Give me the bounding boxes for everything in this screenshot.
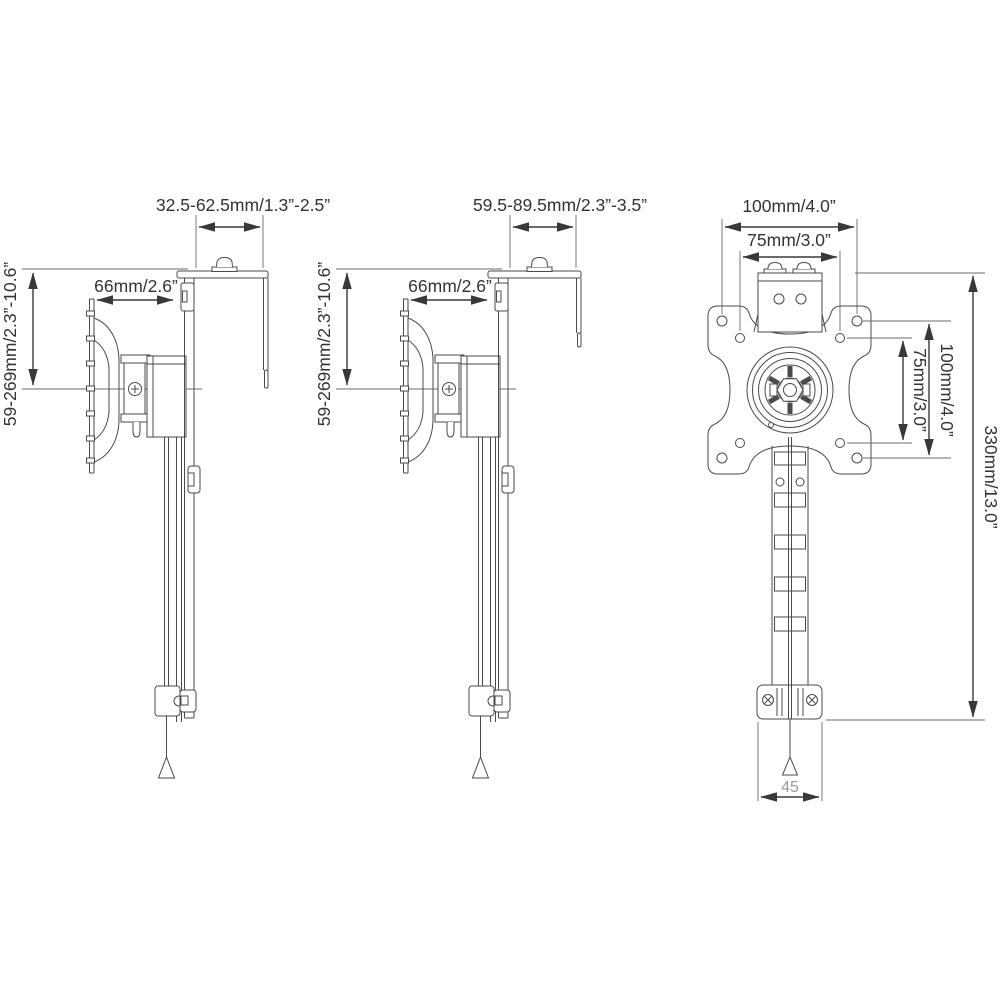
dim-label-top-offset-a: 32.5-62.5mm/1.3”-2.5” [156,195,330,215]
mount-assembly-side [335,268,517,779]
dim-label-height-range-a: 59-269mm/2.3”-10.6” [0,262,20,427]
thumbscrew [792,261,816,274]
dim-label-overall-height: 330mm/13.0” [981,425,1000,528]
vesa-holes-outer [716,315,863,464]
thumbscrew [526,256,553,272]
top-hook-long [487,256,582,348]
dim-vesa-height-inner: 75mm/3.0” [847,337,930,444]
dim-label-height-range-b: 59-269mm/2.3”-10.6” [314,262,334,427]
dim-vesa-height-outer: 100mm/4.0” [863,320,957,459]
dim-vesa-width-outer: 100mm/4.0” [721,196,858,314]
cord-cone [781,755,799,776]
dim-height-range-b: 59-269mm/2.3”-10.6” [314,262,352,427]
dim-depth-b: 66mm/2.6” [408,276,492,305]
dim-label-vesa-height-inner: 75mm/3.0” [910,348,930,432]
dim-top-offset-b: 59.5-89.5mm/2.3”-3.5” [473,195,647,268]
side-view-long-hook: 59.5-89.5mm/2.3”-3.5” 66mm/2.6” 59-269mm… [314,195,647,779]
dim-label-clamp-width: 45 [781,779,799,796]
clamp-screw [806,694,818,706]
bottom-clamp [756,684,823,720]
rotation-hub [746,346,834,434]
thumbscrew [763,261,787,274]
dim-label-depth-a: 66mm/2.6” [94,276,178,296]
dim-label-vesa-width-outer: 100mm/4.0” [742,196,836,216]
dim-vesa-width-inner: 75mm/3.0” [739,230,841,331]
vesa-plate-outline [707,305,872,475]
slotted-column [771,437,809,685]
dim-label-vesa-height-outer: 100mm/4.0” [937,343,957,437]
dim-depth-a: 66mm/2.6” [94,276,178,305]
dim-label-vesa-width-inner: 75mm/3.0” [747,230,831,250]
thumbscrew [211,256,238,272]
dim-overall-height: 330mm/13.0” [826,272,1000,721]
clamp-screw [762,694,774,706]
dim-label-depth-b: 66mm/2.6” [408,276,492,296]
dim-label-top-offset-b: 59.5-89.5mm/2.3”-3.5” [473,195,647,215]
side-view-short-hook: 32.5-62.5mm/1.3”-2.5” 66mm/2.6” 59-269mm… [0,195,330,779]
dim-top-offset-a: 32.5-62.5mm/1.3”-2.5” [156,195,330,268]
vesa-holes-inner [735,333,845,448]
top-block [753,261,827,333]
mount-assembly-side [21,268,203,779]
pull-cord [781,719,799,776]
front-view: 100mm/4.0” 75mm/3.0” [707,196,1000,802]
dim-clamp-width: 45 [757,722,823,802]
dim-height-range-a: 59-269mm/2.3”-10.6” [0,262,38,427]
top-hook-short [176,256,269,389]
